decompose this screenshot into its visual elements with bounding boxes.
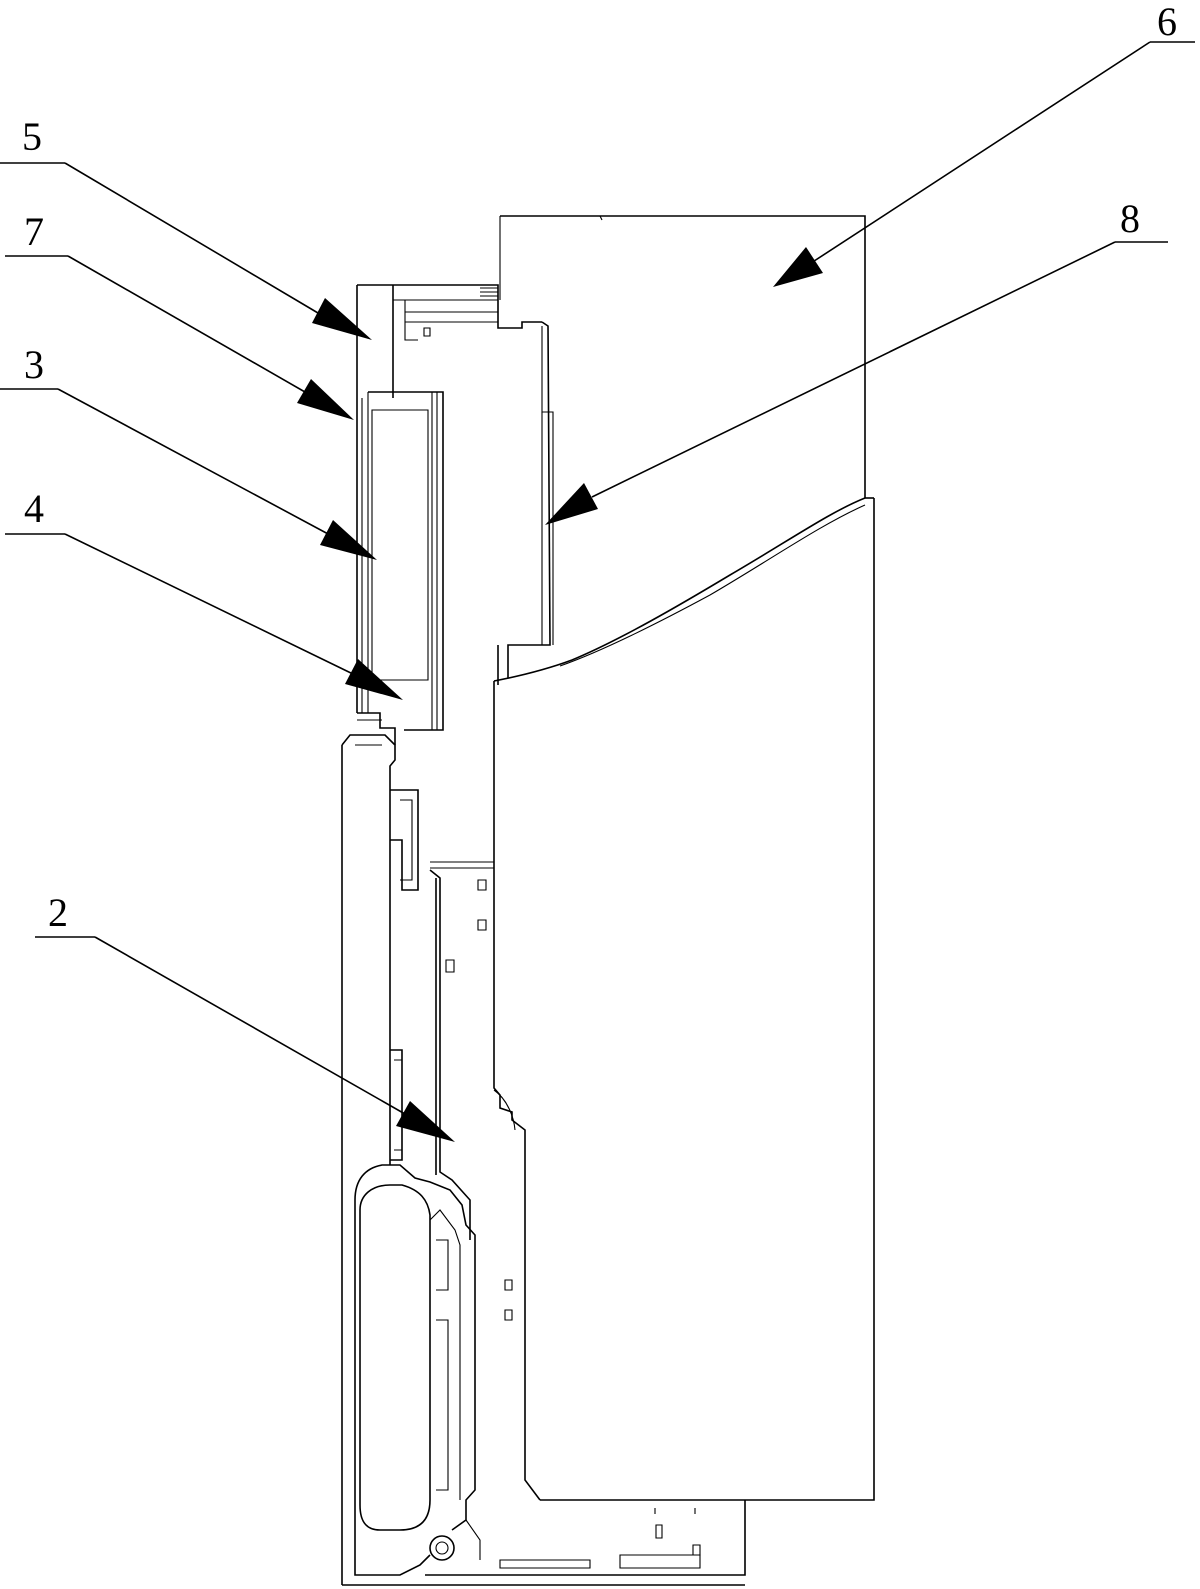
callout-2-label: 2 bbox=[48, 890, 68, 935]
callout-4: 4 bbox=[5, 486, 403, 700]
callout-7-arrowhead bbox=[297, 379, 354, 420]
callout-3: 3 bbox=[0, 342, 377, 560]
callout-6-arrowhead bbox=[773, 247, 823, 287]
callout-6-label: 6 bbox=[1157, 0, 1177, 44]
callout-8: 8 bbox=[545, 196, 1168, 525]
part-6-cover-panel bbox=[493, 215, 866, 682]
callout-8-label: 8 bbox=[1120, 196, 1140, 241]
callout-3-label: 3 bbox=[24, 342, 44, 387]
callout-4-arrowhead bbox=[345, 659, 403, 700]
part-5-top-bracket bbox=[356, 284, 542, 398]
part-7-3-4-inner-module bbox=[356, 391, 444, 745]
part-8-side-plate bbox=[497, 321, 554, 685]
callout-3-arrowhead bbox=[320, 520, 377, 560]
callout-5: 5 bbox=[0, 114, 372, 340]
callout-8-arrowhead bbox=[545, 483, 598, 525]
lower-right-housing bbox=[493, 497, 875, 1501]
callout-7-label: 7 bbox=[24, 209, 44, 254]
callout-2: 2 bbox=[35, 890, 455, 1142]
callout-4-label: 4 bbox=[24, 486, 44, 531]
callout-5-arrowhead bbox=[312, 298, 372, 340]
part-2-lower-frame bbox=[341, 734, 513, 1585]
callout-7: 7 bbox=[5, 209, 354, 420]
bottom-enclosure bbox=[342, 1164, 746, 1586]
callout-2-arrowhead bbox=[396, 1101, 455, 1142]
callout-6: 6 bbox=[773, 0, 1195, 287]
callout-5-label: 5 bbox=[22, 114, 42, 159]
